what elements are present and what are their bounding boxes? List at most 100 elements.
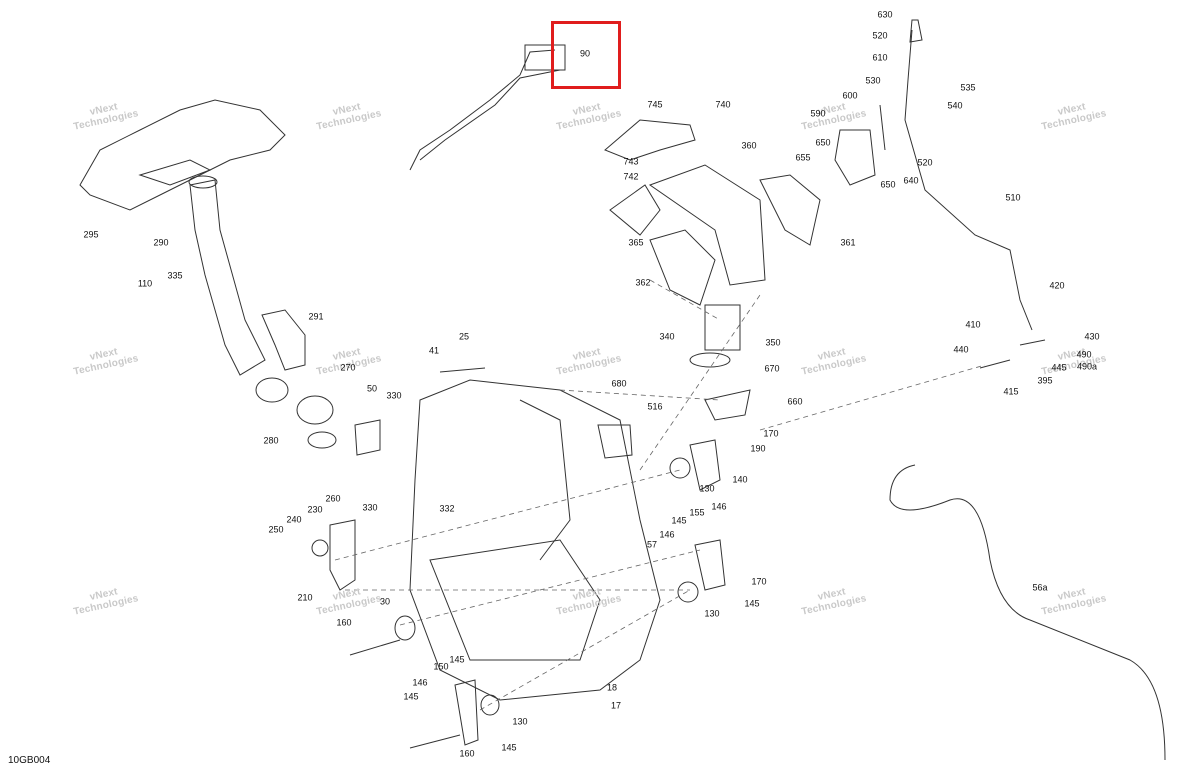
part-label[interactable]: 590 — [810, 108, 826, 119]
part-label[interactable]: 530 — [865, 75, 881, 86]
part-label[interactable]: 340 — [659, 331, 675, 342]
part-label[interactable]: 745 — [647, 99, 663, 110]
part-label[interactable]: 155 — [689, 507, 705, 518]
part-label[interactable]: 365 — [628, 237, 644, 248]
part-label[interactable]: 30 — [379, 596, 391, 607]
part-label[interactable]: 440 — [953, 344, 969, 355]
part-label[interactable]: 57 — [646, 539, 658, 550]
diagram-code: 10GB004 — [8, 755, 51, 766]
part-label[interactable]: 740 — [715, 99, 731, 110]
part-label-highlighted[interactable]: 90 — [579, 48, 591, 59]
part-label[interactable]: 170 — [763, 428, 779, 439]
part-label[interactable]: 640 — [903, 175, 919, 186]
part-label[interactable]: 260 — [325, 493, 341, 504]
part-label[interactable]: 445 — [1051, 362, 1067, 373]
part-label[interactable]: 516 — [647, 401, 663, 412]
part-label[interactable]: 330 — [386, 390, 402, 401]
part-label[interactable]: 335 — [167, 270, 183, 281]
part-label[interactable]: 362 — [635, 277, 651, 288]
mount-150 — [454, 679, 479, 746]
part-label[interactable]: 332 — [439, 503, 455, 514]
part-label[interactable]: 150 — [433, 661, 449, 672]
part-label[interactable]: 510 — [1005, 192, 1021, 203]
harness-90 — [409, 49, 556, 171]
mount-146 — [694, 539, 726, 591]
part-label[interactable]: 146 — [711, 501, 727, 512]
filter-340 — [704, 304, 741, 351]
intake-360 — [648, 164, 766, 286]
part-label[interactable]: 655 — [795, 152, 811, 163]
switch-680 — [597, 424, 633, 459]
part-label[interactable]: 250 — [268, 524, 284, 535]
part-label[interactable]: 650 — [880, 179, 896, 190]
part-label[interactable]: 361 — [840, 237, 856, 248]
part-label[interactable]: 145 — [671, 515, 687, 526]
part-label[interactable]: 290 — [153, 237, 169, 248]
part-label[interactable]: 610 — [872, 52, 888, 63]
part-label[interactable]: 650 — [815, 137, 831, 148]
part-label[interactable]: 17 — [610, 700, 622, 711]
part-label[interactable]: 540 — [947, 100, 963, 111]
part-label[interactable]: 18 — [606, 682, 618, 693]
part-label[interactable]: 395 — [1037, 375, 1053, 386]
part-label[interactable]: 535 — [960, 82, 976, 93]
part-label[interactable]: 210 — [297, 592, 313, 603]
part-label[interactable]: 670 — [764, 363, 780, 374]
part-label[interactable]: 415 — [1003, 386, 1019, 397]
part-label[interactable]: 160 — [336, 617, 352, 628]
shift-lever-610 — [904, 29, 1033, 331]
mount-260 — [329, 519, 356, 591]
part-label[interactable]: 160 — [459, 748, 475, 759]
bracket-740 — [604, 119, 696, 161]
intake-365 — [609, 184, 661, 236]
part-label[interactable]: 145 — [501, 742, 517, 753]
part-label[interactable]: 520 — [917, 157, 933, 168]
cable-56a — [889, 464, 1166, 761]
part-label[interactable]: 630 — [877, 9, 893, 20]
part-label[interactable]: 330 — [362, 502, 378, 513]
part-label[interactable]: 680 — [611, 378, 627, 389]
part-label[interactable]: 420 — [1049, 280, 1065, 291]
part-label[interactable]: 295 — [83, 229, 99, 240]
part-label[interactable]: 410 — [965, 319, 981, 330]
shield-362 — [649, 229, 716, 306]
gasket-50 — [354, 419, 381, 456]
part-label[interactable]: 25 — [458, 331, 470, 342]
part-label[interactable]: 230 — [307, 504, 323, 515]
part-label[interactable]: 41 — [428, 345, 440, 356]
part-label[interactable]: 50 — [366, 383, 378, 394]
part-label[interactable]: 280 — [263, 435, 279, 446]
part-label[interactable]: 145 — [744, 598, 760, 609]
part-label[interactable]: 130 — [704, 608, 720, 619]
part-label[interactable]: 430 — [1084, 331, 1100, 342]
exhaust-pipe-290 — [189, 179, 266, 376]
part-label[interactable]: 170 — [751, 576, 767, 587]
part-label[interactable]: 145 — [449, 654, 465, 665]
part-label[interactable]: 146 — [659, 529, 675, 540]
part-label[interactable]: 742 — [623, 171, 639, 182]
part-label[interactable]: 145 — [403, 691, 419, 702]
part-label[interactable]: 490a — [1076, 361, 1098, 372]
part-label[interactable]: 520 — [872, 30, 888, 41]
part-label[interactable]: 291 — [308, 311, 324, 322]
part-label[interactable]: 660 — [787, 396, 803, 407]
part-label[interactable]: 240 — [286, 514, 302, 525]
part-label[interactable]: 140 — [732, 474, 748, 485]
part-label[interactable]: 110 — [137, 278, 153, 289]
part-label[interactable]: 600 — [842, 90, 858, 101]
part-label[interactable]: 56a — [1032, 582, 1048, 593]
engine — [409, 379, 661, 701]
part-label[interactable]: 146 — [412, 677, 428, 688]
part-label[interactable]: 190 — [750, 443, 766, 454]
part-label[interactable]: 490 — [1076, 349, 1092, 360]
part-label[interactable]: 130 — [512, 716, 528, 727]
part-label[interactable]: 130 — [699, 483, 715, 494]
part-label[interactable]: 360 — [741, 140, 757, 151]
shield-361 — [759, 174, 821, 246]
bracket-660 — [704, 389, 751, 421]
part-label[interactable]: 350 — [765, 337, 781, 348]
part-label[interactable]: 743 — [623, 156, 639, 167]
part-label[interactable]: 270 — [340, 362, 356, 373]
